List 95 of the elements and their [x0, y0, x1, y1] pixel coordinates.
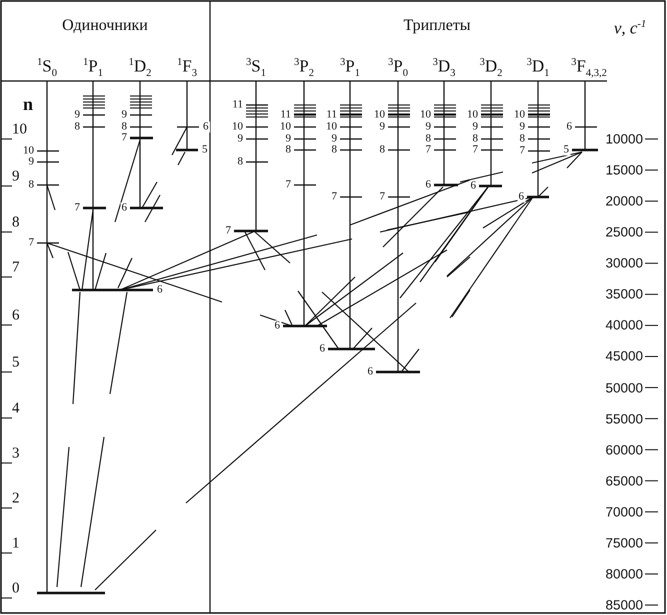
tick-label: 85000: [605, 598, 643, 612]
level-number: 9: [74, 110, 81, 120]
level-number: 9: [28, 156, 35, 168]
level-number: 9: [330, 134, 338, 144]
tick-label: 50000: [605, 380, 643, 394]
tick-label: 65000: [605, 474, 643, 488]
scale-number: 4: [12, 402, 20, 416]
level-number: 7: [28, 238, 35, 248]
level-number: 8: [330, 144, 338, 156]
level-number: 9: [378, 122, 386, 132]
level-number: 8: [424, 134, 432, 144]
term-symbol: $^{3}$D$_{2}$: [480, 58, 502, 74]
level-number: 10: [325, 122, 338, 132]
level-number: 7: [224, 226, 232, 236]
level-number: 8: [28, 180, 35, 190]
column-heading: Одиночники: [62, 18, 148, 34]
level-number: 7: [120, 132, 128, 144]
tick-label: 60000: [605, 442, 643, 456]
level-number: 8: [74, 122, 81, 132]
level-number: 9: [120, 110, 128, 120]
level-number: 6: [518, 192, 525, 202]
level-number: 10: [419, 110, 432, 120]
level-number: 6: [566, 122, 573, 132]
level-number: 7: [378, 192, 386, 202]
level-number: 9: [424, 122, 432, 132]
scale-number: 6: [12, 308, 20, 324]
level-number: 8: [284, 144, 292, 156]
scale-number: 0: [12, 582, 20, 596]
tick-label: 45000: [605, 350, 643, 364]
level-number: 7: [472, 144, 479, 156]
level-number: 11: [325, 110, 338, 120]
level-number: 7: [330, 192, 338, 202]
level-number: 6: [470, 180, 477, 192]
scale-number: 1: [12, 536, 20, 552]
level-number: 6: [120, 202, 128, 214]
tick-label: 75000: [605, 536, 643, 550]
level-number: 8: [120, 122, 128, 132]
tick-label: 55000: [605, 412, 643, 426]
level-number: 5: [562, 144, 570, 156]
term-symbol: $^{3}$D$_{3}$: [432, 58, 456, 74]
tick-label: 80000: [605, 567, 643, 581]
level-number: 10: [513, 110, 526, 120]
level-number: 7: [518, 146, 526, 156]
term-symbol: $^{3}$P$_{0}$: [388, 58, 408, 74]
level-number: 11: [231, 100, 244, 110]
term-symbol: $^{1}$D$_{2}$: [128, 58, 152, 74]
level-number: 6: [424, 180, 432, 190]
tick-label: 20000: [605, 194, 643, 208]
level-number: 9: [518, 122, 526, 132]
level-number: 7: [74, 202, 81, 214]
level-number: 6: [366, 366, 374, 378]
term-symbol: $^{3}$P$_{2}$: [294, 58, 314, 74]
level-number: 6: [274, 320, 281, 332]
scale-number: 7: [12, 260, 20, 276]
term-symbol: $^{1}$S$_{0}$: [37, 58, 57, 74]
level-number: 8: [518, 134, 526, 144]
level-number: 10: [22, 146, 35, 156]
level-number: 9: [236, 134, 244, 144]
scale-number: 9: [12, 170, 20, 184]
level-number: 8: [378, 144, 386, 156]
tick-label: 10000: [605, 132, 643, 146]
level-number: 6: [156, 284, 164, 296]
scale-number: 5: [12, 356, 20, 370]
scale-number: 8: [12, 216, 20, 230]
tick-label: 35000: [605, 288, 643, 302]
tick-label: 25000: [605, 225, 643, 239]
tick-label: 70000: [605, 505, 643, 519]
level-number: 11: [279, 110, 292, 120]
level-number: 10: [279, 122, 292, 132]
term-symbol: $^{3}$P$_{1}$: [340, 58, 360, 74]
term-symbol: $^{3}$S$_{1}$: [246, 58, 266, 74]
level-number: 10: [373, 110, 386, 120]
axis-unit: ν, c$^{-1}$: [614, 20, 646, 36]
term-symbol: $^{1}$F$_{3}$: [177, 58, 197, 74]
tick-label: 30000: [605, 256, 643, 270]
level-number: 9: [284, 134, 292, 144]
level-number: 10: [231, 122, 244, 132]
level-number: 6: [202, 122, 210, 132]
level-number: 6: [318, 344, 326, 354]
tick-label: 15000: [605, 163, 643, 177]
level-number: 10: [466, 110, 479, 120]
tick-label: 40000: [605, 318, 643, 332]
level-number: 8: [472, 134, 479, 144]
scale-number: 10: [12, 122, 27, 138]
scale-number: 2: [12, 492, 20, 506]
axis-letter: n: [23, 95, 33, 113]
term-symbol: $^{1}$P$_{1}$: [83, 58, 103, 74]
level-number: 5: [201, 144, 208, 156]
level-number: 8: [236, 156, 244, 168]
level-number: 7: [284, 180, 292, 190]
scale-number: 3: [12, 446, 20, 462]
level-number: 7: [424, 144, 432, 156]
level-number: 9: [472, 122, 479, 132]
column-heading: Триплеты: [403, 18, 471, 34]
term-symbol: $^{3}$D$_{1}$: [526, 58, 550, 74]
